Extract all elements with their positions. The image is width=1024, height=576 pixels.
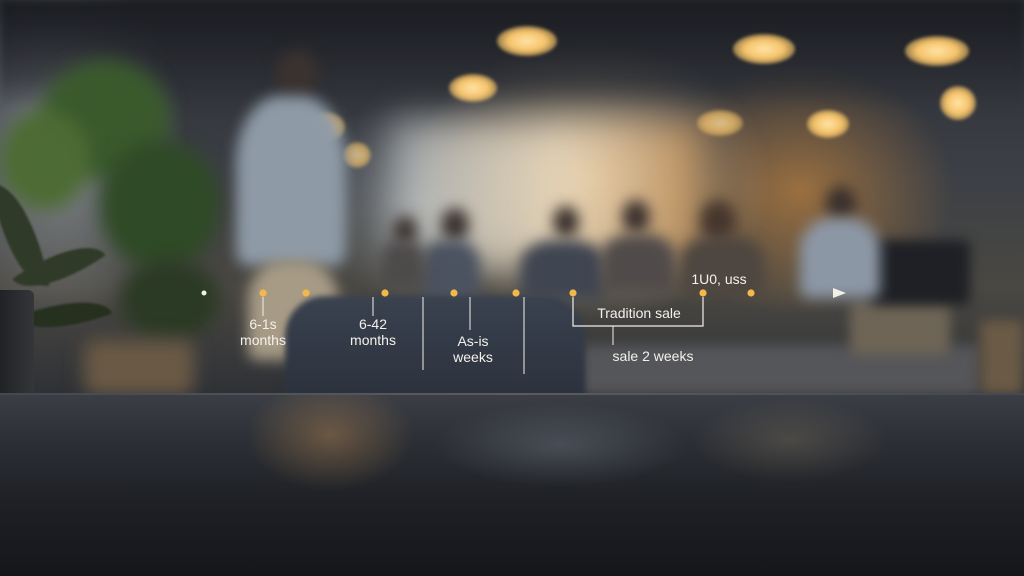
traditional-sale-label: Tradition sale — [597, 305, 681, 321]
timeline-dot — [569, 289, 577, 297]
person-body — [600, 234, 676, 294]
table-surface — [0, 395, 1024, 576]
timeline-dot — [259, 289, 267, 297]
pendant-lamp — [697, 110, 743, 136]
person-head — [553, 206, 579, 238]
person-body — [800, 218, 880, 298]
pendant-lamp — [905, 36, 969, 66]
milestone-2-line2: months — [350, 332, 396, 348]
timeline-dot — [450, 289, 458, 297]
pendant-lamp — [497, 26, 557, 56]
timeline-end-label: 1U0, uss — [691, 271, 746, 287]
plant-foliage — [120, 260, 220, 340]
pendant-lamp — [449, 74, 497, 102]
person-body — [380, 240, 426, 290]
milestone-3-line1: As-is — [457, 333, 488, 349]
milestone-2-line1: 6-42 — [359, 316, 387, 332]
chair-back — [285, 296, 585, 406]
timeline-dot — [747, 289, 755, 297]
plant-foliage — [100, 140, 220, 270]
person-body — [680, 236, 764, 296]
milestone-1-line1: 6-1s — [249, 316, 276, 332]
plant-pot-blurred — [84, 340, 194, 395]
milestone-1-line2: months — [240, 332, 286, 348]
plant-pot — [0, 290, 34, 410]
pendant-lamp — [807, 110, 849, 138]
milestone-3-line2: weeks — [452, 349, 493, 365]
timeline-bracket — [572, 297, 704, 327]
person-body — [236, 96, 346, 266]
person-body — [520, 240, 606, 300]
background-table — [980, 320, 1024, 395]
person-head — [441, 208, 469, 242]
timeline-dot — [699, 289, 707, 297]
sale-duration-label: sale 2 weeks — [613, 348, 694, 364]
pendant-lamp — [343, 142, 371, 168]
person-head — [276, 50, 318, 98]
background-table — [870, 240, 970, 305]
timeline-arrow-icon — [833, 288, 846, 298]
timeline-dot — [302, 289, 310, 297]
background-table — [850, 300, 950, 355]
person-head — [622, 200, 650, 234]
timeline-dot — [381, 289, 389, 297]
pendant-lamp — [940, 86, 976, 120]
person-head — [826, 186, 856, 222]
ceiling — [0, 0, 1024, 110]
plant-foliage — [0, 110, 90, 210]
person-head — [700, 200, 736, 242]
timeline-dot — [512, 289, 520, 297]
person-body — [420, 240, 480, 300]
pendant-lamp — [733, 34, 795, 64]
